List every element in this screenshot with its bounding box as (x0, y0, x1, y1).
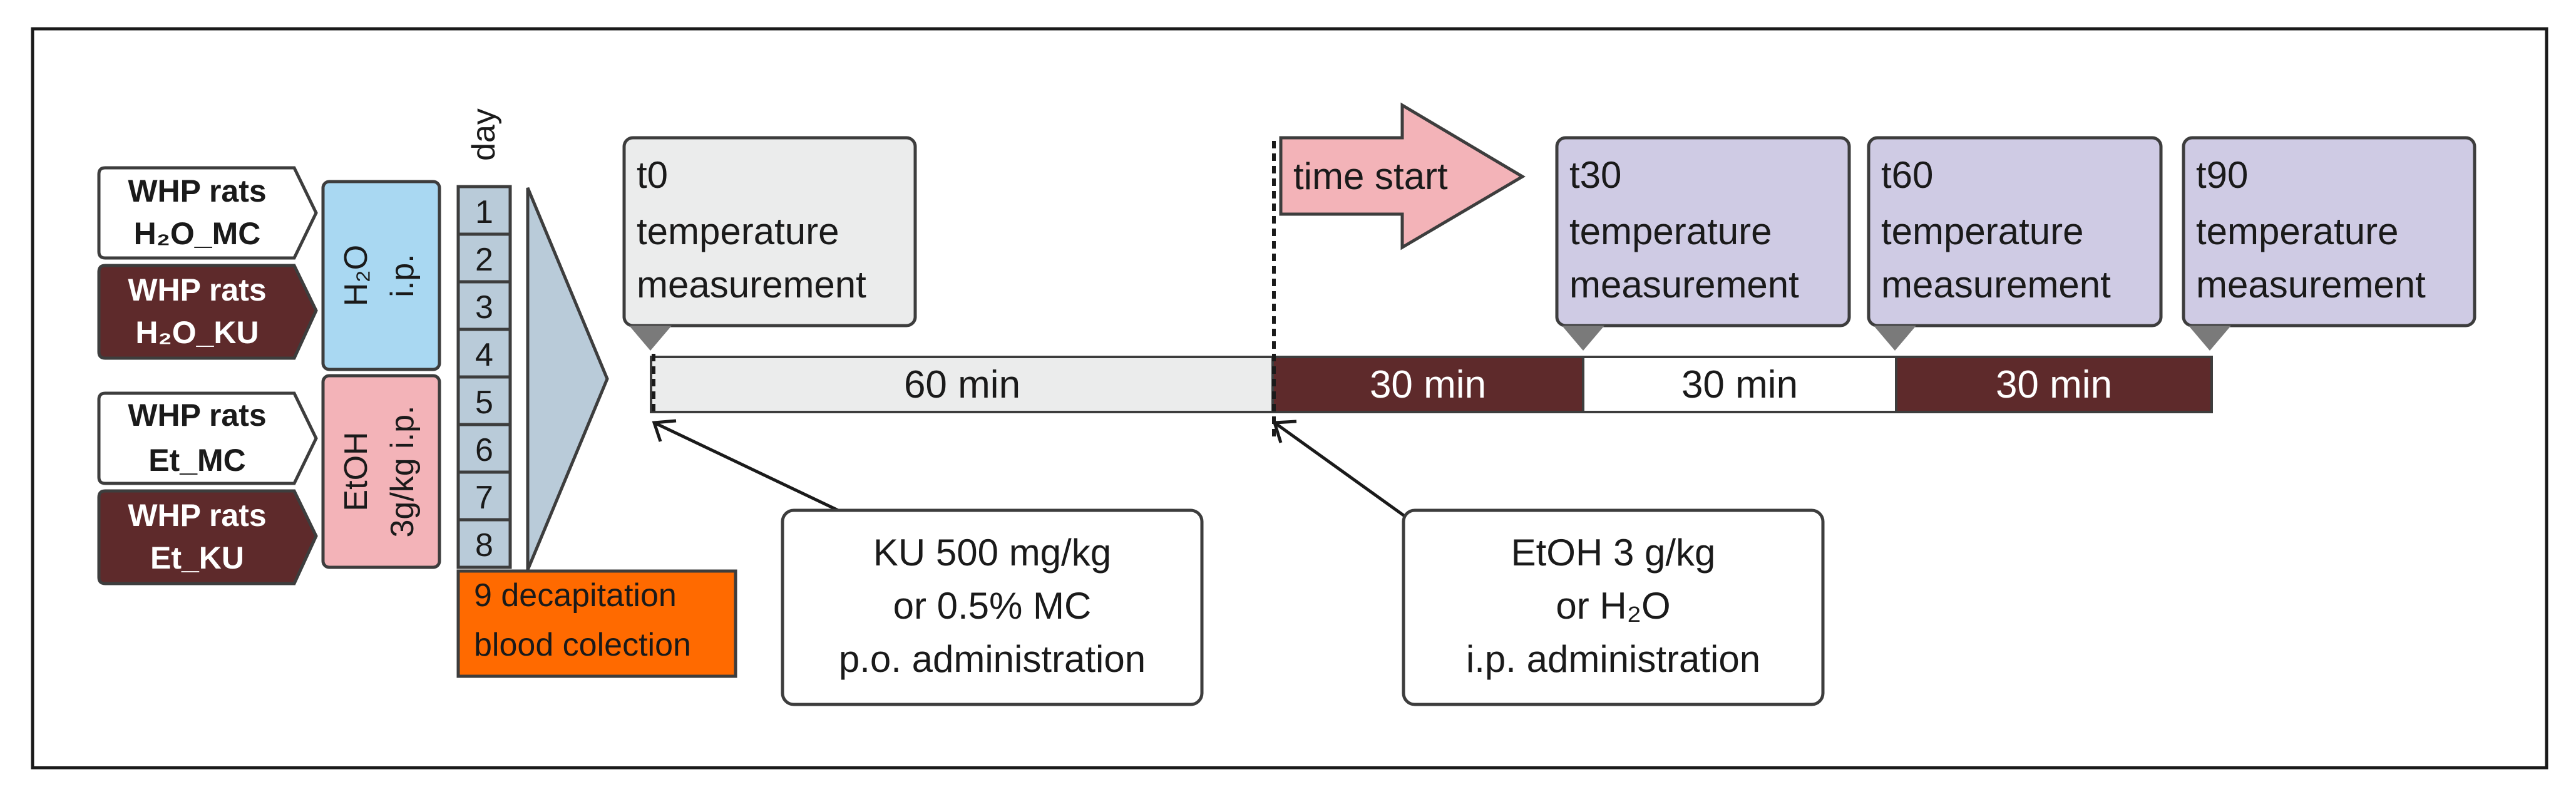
timeline-segment-label: 30 min (1996, 363, 2112, 406)
measurement-time: t60 (1881, 154, 1933, 196)
timeline-segment-30b (1582, 356, 1897, 413)
measurement-line2: measurement (1881, 264, 2111, 306)
treatment-water: H₂O i.p. (321, 180, 441, 371)
group-tag-shape (97, 489, 318, 585)
timeline-segment-30a (1271, 356, 1584, 413)
timeline-segment-label: 30 min (1681, 363, 1798, 406)
treatment-ethanol-line2: 3g/kg i.p. (384, 405, 421, 537)
measurement-time: t30 (1569, 154, 1621, 196)
measurement-box (1867, 136, 2163, 327)
administration-ku: KU 500 mg/kg or 0.5% MC p.o. administrat… (652, 419, 1204, 706)
measurement-t30: t30 temperature measurement (1555, 136, 1851, 351)
administration-line3: p.o. administration (839, 638, 1146, 680)
measurement-line1: temperature (1569, 210, 1772, 252)
measurement-box (2182, 136, 2476, 327)
day-number: 2 (475, 242, 493, 278)
timeline-bar: 60 min 30 min 30 min 30 min (650, 356, 2213, 413)
treatment-ethanol-line1: EtOH (338, 431, 374, 511)
measurement-time: t90 (2196, 154, 2248, 196)
day-cell (456, 280, 512, 331)
measurement-box (622, 136, 917, 327)
day-cell (456, 375, 512, 426)
administration-arrowhead (652, 419, 677, 442)
timeline-segment-label: 60 min (904, 363, 1020, 406)
administration-box (1402, 508, 1825, 706)
time-start-arrow: time start (1279, 102, 1526, 250)
measurement-line2: measurement (1569, 264, 1799, 306)
group-label-line1: WHP rats (128, 173, 266, 209)
final-day-line1: 9 decapitation (474, 577, 677, 614)
measurement-line1: temperature (1881, 210, 2084, 252)
day-number: 8 (475, 527, 493, 564)
treatment-water-line1: H₂O (338, 245, 374, 306)
administration-line2: or H₂O (1556, 585, 1670, 627)
group-tag-shape (97, 391, 318, 485)
measurement-box (1555, 136, 1851, 327)
group-label-line1: WHP rats (128, 398, 266, 433)
measurement-line1: temperature (637, 210, 839, 252)
administration-pointer-line (653, 421, 853, 518)
day-list: 1 2 3 4 5 6 7 8 (456, 185, 512, 569)
timeline-segment-60 (650, 356, 1274, 413)
day-axis-label: day (466, 108, 502, 161)
timeline-segment-30c (1895, 356, 2213, 413)
administration-arrowhead (1272, 420, 1297, 443)
administration-box (781, 508, 1204, 706)
measurement-time: t0 (637, 154, 668, 196)
group-label-line2: Et_KU (150, 540, 244, 575)
rat-group-et-ku: WHP rats Et_KU (97, 489, 318, 585)
group-tag-shape (97, 166, 318, 260)
measurement-t90: t90 temperature measurement (2182, 136, 2476, 351)
measurement-pointer (2189, 326, 2231, 351)
measurement-pointer (1562, 326, 1604, 351)
day-cell (456, 185, 512, 236)
measurement-pointer (1874, 326, 1916, 351)
day-cell (456, 470, 512, 522)
timeline-segment-label: 30 min (1370, 363, 1486, 406)
administration-line2: or 0.5% MC (893, 585, 1092, 627)
day-number: 1 (475, 194, 493, 230)
administration-etoh: EtOH 3 g/kg or H₂O i.p. administration (1272, 420, 1825, 706)
rat-group-et-mc: WHP rats Et_MC (97, 391, 318, 485)
time-start-arrow-shape (1279, 102, 1526, 250)
group-label-line2: H₂O_MC (134, 216, 261, 251)
rat-group-h2o-mc: WHP rats H₂O_MC (97, 166, 318, 260)
measurement-t0: t0 temperature measurement (622, 136, 917, 351)
group-tag-shape (97, 264, 318, 360)
day-number: 6 (475, 432, 493, 468)
rat-group-h2o-ku: WHP rats H₂O_KU (97, 264, 318, 360)
day-number: 5 (475, 384, 493, 421)
treatment-ethanol-box (321, 374, 441, 569)
administration-line3: i.p. administration (1466, 638, 1760, 680)
administration-pointer-line (1273, 421, 1407, 518)
day-number: 4 (475, 337, 493, 373)
day-funnel-triangle (526, 187, 609, 570)
treatment-water-line2: i.p. (384, 254, 421, 297)
measurement-line1: temperature (2196, 210, 2399, 252)
day-cell (456, 518, 512, 569)
day-number: 7 (475, 480, 493, 516)
final-day-rect (456, 569, 737, 678)
measurement-pointer (629, 326, 672, 351)
measurement-t60: t60 temperature measurement (1867, 136, 2163, 351)
final-day-box: 9 decapitation blood colection (456, 569, 737, 678)
group-label-line2: Et_MC (148, 443, 246, 478)
administration-line1: KU 500 mg/kg (873, 532, 1111, 574)
measurement-line2: measurement (2196, 264, 2426, 306)
group-label-line1: WHP rats (128, 272, 266, 307)
time-start-label: time start (1293, 155, 1448, 197)
group-label-line2: H₂O_KU (135, 315, 259, 350)
measurement-line2: measurement (637, 264, 866, 306)
group-label-line1: WHP rats (128, 498, 266, 533)
day-number: 3 (475, 289, 493, 326)
administration-line1: EtOH 3 g/kg (1511, 532, 1716, 574)
treatment-ethanol: EtOH 3g/kg i.p. (321, 374, 441, 569)
final-day-line2: blood colection (474, 627, 691, 663)
day-cell (456, 327, 512, 379)
treatment-water-box (321, 180, 441, 371)
